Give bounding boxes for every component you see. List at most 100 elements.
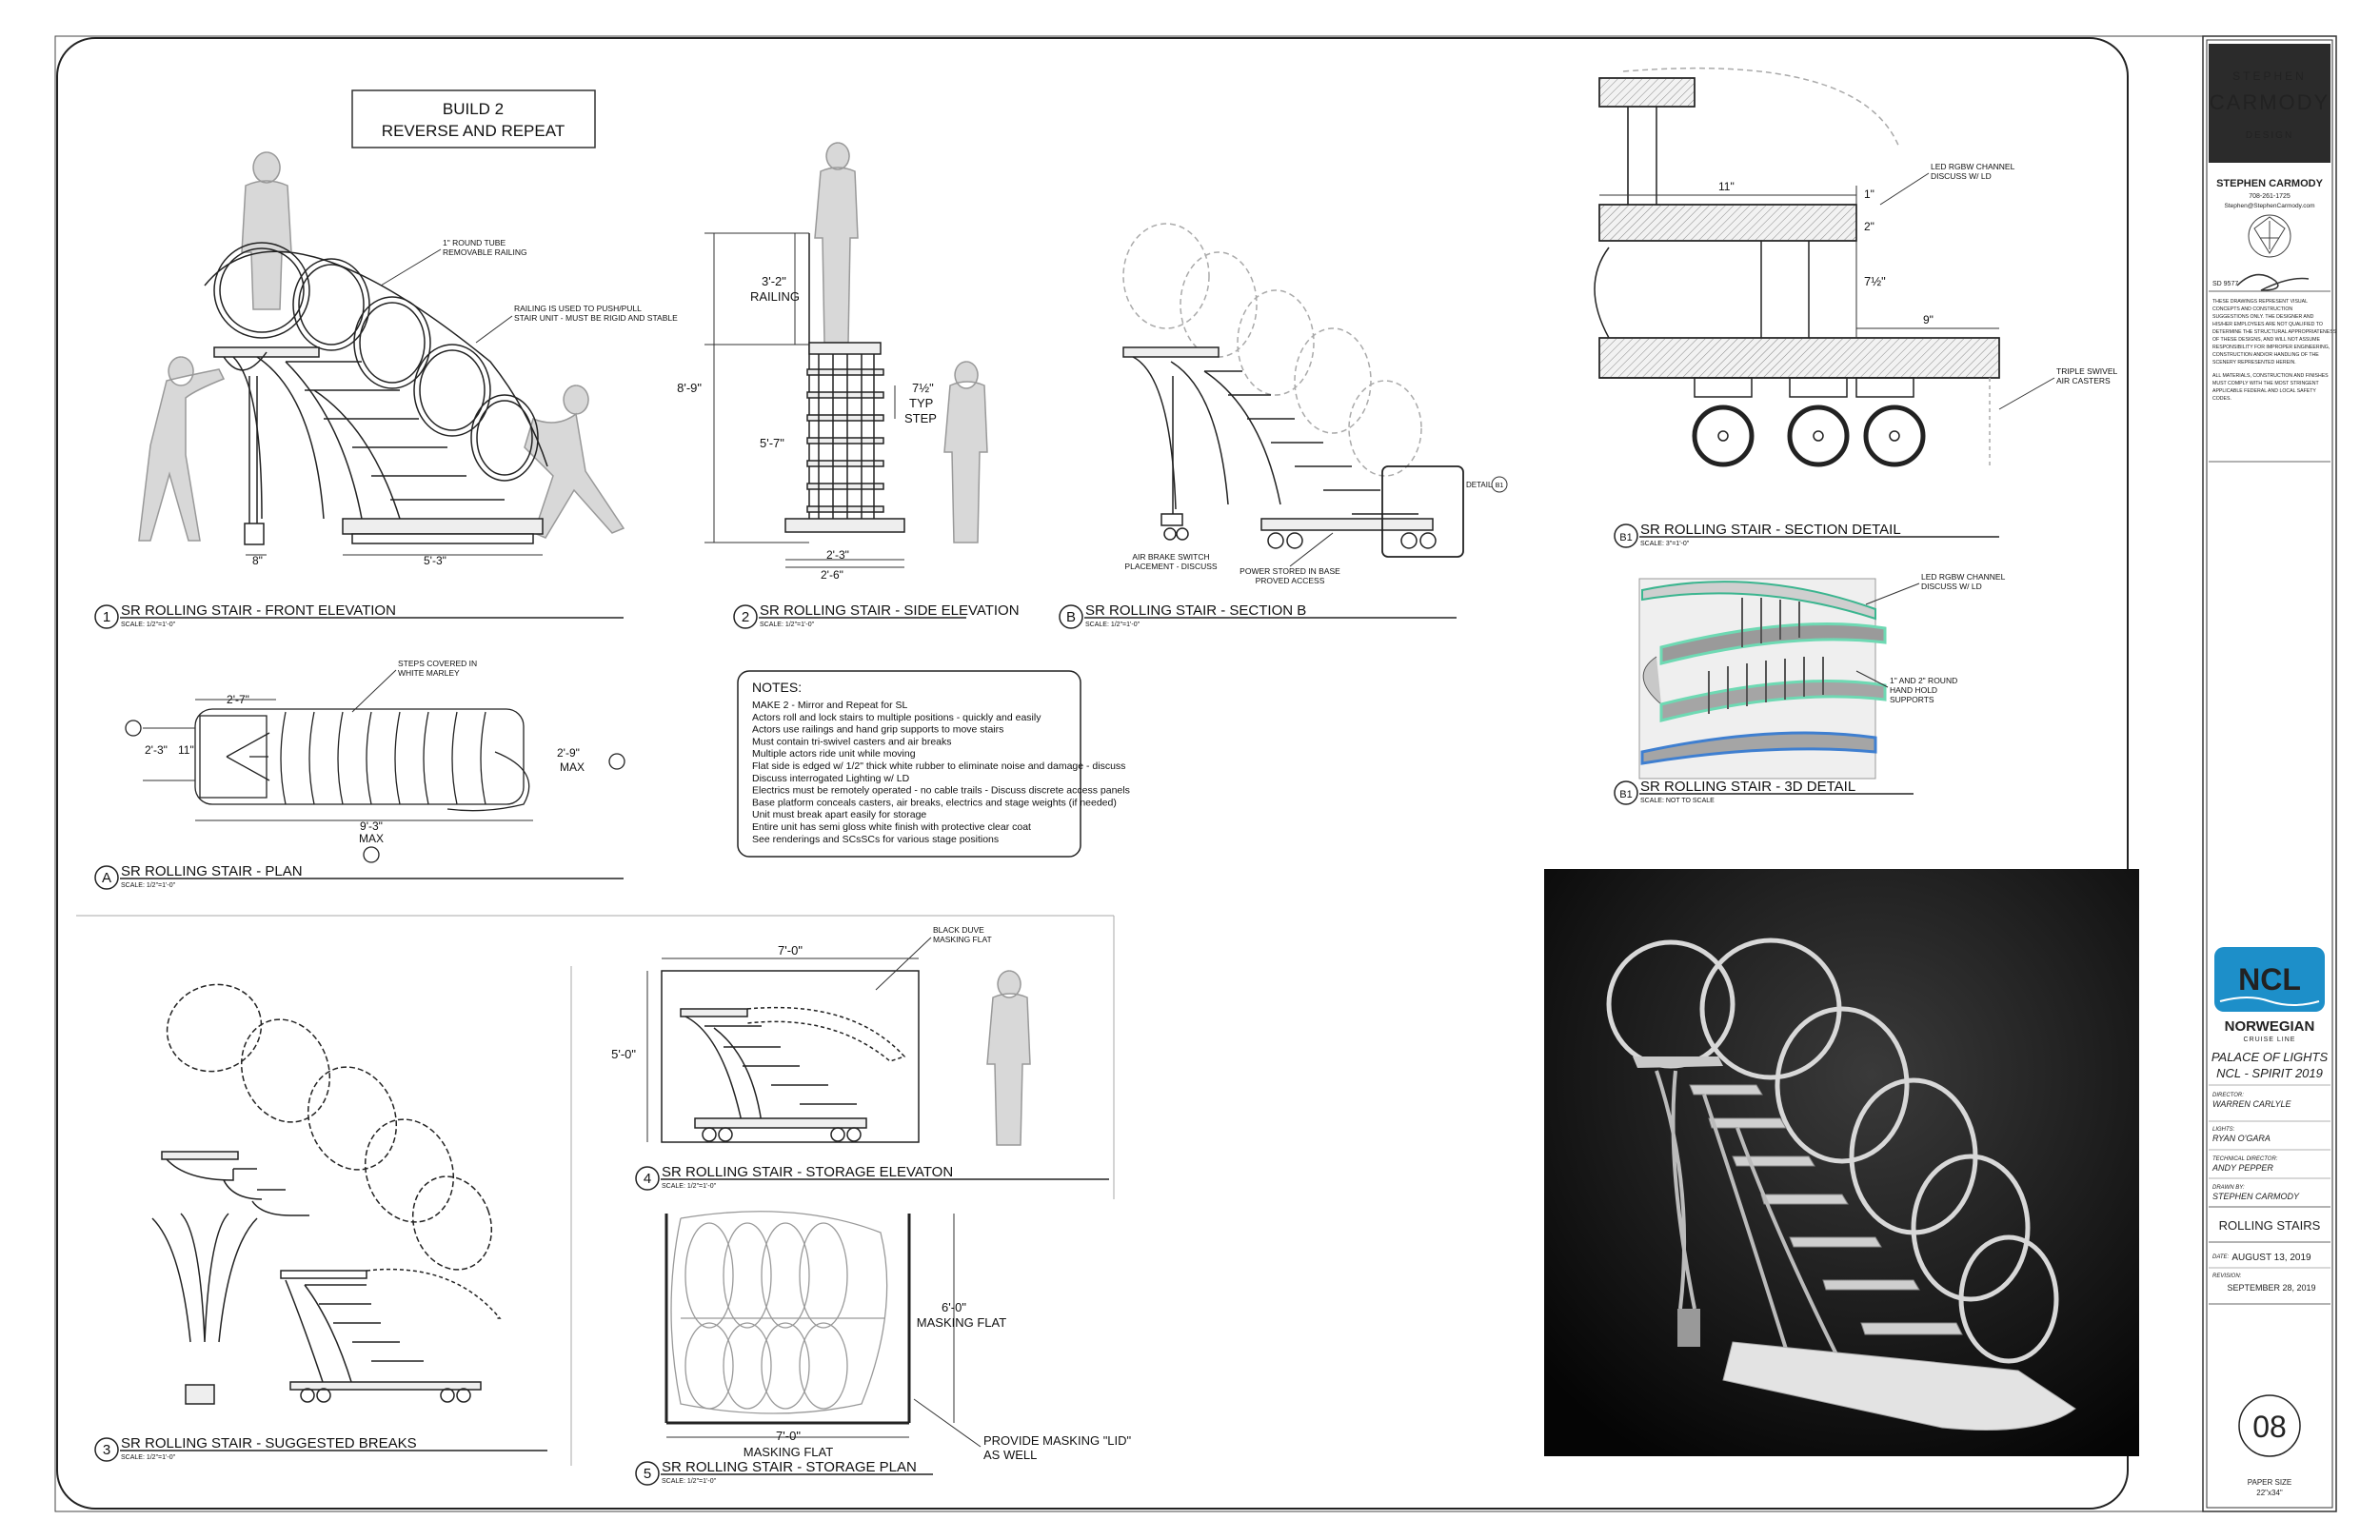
revision-label: REVISION: — [2212, 1273, 2242, 1279]
dim-7-0b: 7'-0" — [776, 1429, 801, 1443]
disclaimer-line: CONSTRUCTION AND/OR HANDLING OF THE — [2212, 352, 2319, 358]
dim-railing-word: RAILING — [750, 289, 800, 304]
dim-1: 1" — [1864, 188, 1874, 201]
logo-line3: DESIGN — [2246, 130, 2293, 141]
notes-heading: NOTES: — [752, 680, 802, 695]
disclaimer-line: CODES. — [2212, 396, 2231, 402]
disclaimer-line: ALL MATERIALS, CONSTRUCTION AND FINISHES — [2212, 373, 2329, 379]
note-hand-hold-3: SUPPORTS — [1890, 695, 1934, 704]
disclaimer-line: SCENERY REPRESENTED HEREIN. — [2212, 360, 2296, 365]
logo-line2: CARMODY — [2210, 90, 2330, 114]
union-number: SD 9577 — [2212, 281, 2238, 287]
title-block: STEPHEN CARMODY DESIGN STEPHEN CARMODY 7… — [2202, 35, 2337, 1512]
director-name: WARREN CARLYLE — [2212, 1099, 2292, 1109]
note-round-tube-2: REMOVABLE RAILING — [443, 247, 527, 257]
note-led-1: LED RGBW CHANNEL — [1931, 162, 2015, 171]
detail-tag: DETAIL — [1466, 481, 1493, 489]
human-silhouette — [138, 356, 226, 542]
disclaimer-line: SUGGESTIONS ONLY. THE DESIGNER AND — [2212, 314, 2314, 320]
view-scale-text: SCALE: 1/2"=1'-0" — [121, 622, 176, 628]
note-lid-1: PROVIDE MASKING "LID" — [983, 1433, 1132, 1448]
dim-11: 11" — [178, 743, 194, 757]
note-hand-hold-2: HAND HOLD — [1890, 685, 1937, 695]
note-power-2: PROVED ACCESS — [1256, 576, 1325, 585]
note-item: MAKE 2 - Mirror and Repeat for SL — [752, 700, 908, 711]
note-casters-1: TRIPLE SWIVEL — [2056, 366, 2118, 376]
logo-line1: STEPHEN — [2232, 69, 2307, 83]
view-title-text: SR ROLLING STAIR - PLAN — [121, 863, 303, 879]
note-item: Unit must break apart easily for storage — [752, 809, 926, 820]
note-led-2: DISCUSS W/ LD — [1931, 171, 1992, 181]
revision-value: SEPTEMBER 28, 2019 — [2227, 1283, 2315, 1293]
view-title-text: SR ROLLING STAIR - 3D DETAIL — [1640, 779, 1855, 795]
dim-5-3: 5'-3" — [424, 554, 446, 567]
view-number-bubble — [635, 1461, 660, 1486]
dim-2-9: 2'-9" — [557, 746, 580, 760]
storage-elevation-drawing — [661, 970, 1031, 1146]
dim-typ: TYP — [909, 396, 933, 410]
note-item: See renderings and SCsSCs for various st… — [752, 834, 999, 845]
dim-9: 9" — [1923, 313, 1934, 326]
disclaimer-line: MUST COMPLY WITH THE MOST STRINGENT — [2212, 381, 2319, 386]
note-duve-1: BLACK DUVE — [933, 925, 984, 935]
client-sub: CRUISE LINE — [2244, 1037, 2296, 1043]
drawn-name: STEPHEN CARMODY — [2212, 1192, 2300, 1201]
view-scale-text: SCALE: NOT TO SCALE — [1640, 798, 1715, 804]
dim-5-0: 5'-0" — [611, 1047, 636, 1061]
human-silhouette — [814, 142, 859, 344]
view-number: 2 — [742, 609, 749, 625]
td-label: TECHNICAL DIRECTOR: — [2212, 1156, 2278, 1162]
disclaimer-line: OF THESE DESIGNS, AND WILL NOT ASSUME — [2212, 337, 2320, 343]
notes-box: NOTES: MAKE 2 - Mirror and Repeat for SL… — [737, 670, 1130, 858]
view-title-text: SR ROLLING STAIR - SUGGESTED BREAKS — [121, 1435, 417, 1451]
dim-7-0a: 7'-0" — [778, 943, 803, 958]
note-lid-2: AS WELL — [983, 1448, 1037, 1462]
view-scale-text: SCALE: 1/2"=1'-0" — [662, 1183, 717, 1190]
disclaimer-line: HIS/HER EMPLOYEES ARE NOT QUALIFIED TO — [2212, 322, 2323, 327]
human-silhouette — [943, 361, 988, 543]
view-number: 1 — [103, 609, 110, 625]
section-detail-drawing — [1594, 67, 2000, 467]
view-title-text: SR ROLLING STAIR - STORAGE PLAN — [662, 1459, 917, 1475]
date-value: AUGUST 13, 2019 — [2231, 1253, 2311, 1263]
dim-2-6: 2'-6" — [821, 568, 843, 582]
paper-label: PAPER SIZE — [2248, 1478, 2292, 1487]
side-elevation-drawing — [784, 142, 988, 543]
build-line2: REVERSE AND REPEAT — [382, 122, 565, 140]
dim-masking-flat-1: MASKING FLAT — [917, 1315, 1006, 1330]
disclaimer-line: APPLICABLE FEDERAL AND LOCAL SAFETY — [2212, 388, 2316, 394]
note-hand-hold-1: 1" AND 2" ROUND — [1890, 676, 1957, 685]
view-title-text: SR ROLLING STAIR - SECTION B — [1085, 602, 1306, 619]
note-power-1: POWER STORED IN BASE — [1240, 566, 1340, 576]
view-number: 5 — [644, 1466, 651, 1482]
note-led-3d-1: LED RGBW CHANNEL — [1921, 572, 2006, 582]
view-number-bubble — [1059, 604, 1083, 629]
sheet-number: 08 — [2252, 1410, 2287, 1444]
dim-step: STEP — [904, 411, 937, 425]
designer-name: STEPHEN CARMODY — [2216, 178, 2324, 189]
view-scale-text: SCALE: 1/2"=1'-0" — [760, 622, 815, 628]
note-item: Flat side is edged w/ 1/2" thick white r… — [752, 760, 1125, 772]
note-railing-2: STAIR UNIT - MUST BE RIGID AND STABLE — [514, 313, 678, 323]
view-number-bubble — [635, 1166, 660, 1191]
note-item: Base platform conceals casters, air brea… — [752, 797, 1117, 808]
signature-icon — [2236, 273, 2310, 291]
view-scale-text: SCALE: 3"=1'-0" — [1640, 541, 1690, 547]
dim-masking-flat-2: MASKING FLAT — [744, 1445, 833, 1459]
union-seal-icon — [2248, 214, 2291, 258]
date-label: DATE: — [2212, 1254, 2230, 1260]
show-line2: NCL - SPIRIT 2019 — [2216, 1066, 2323, 1080]
human-silhouette — [524, 385, 625, 539]
view-number: A — [102, 870, 111, 886]
view-number-bubble — [94, 865, 119, 890]
disclaimer-line: THESE DRAWINGS REPRESENT VISUAL — [2212, 299, 2308, 305]
td-name: ANDY PEPPER — [2211, 1163, 2273, 1173]
view-title-text: SR ROLLING STAIR - STORAGE ELEVATON — [662, 1164, 953, 1180]
human-silhouette — [986, 970, 1031, 1146]
